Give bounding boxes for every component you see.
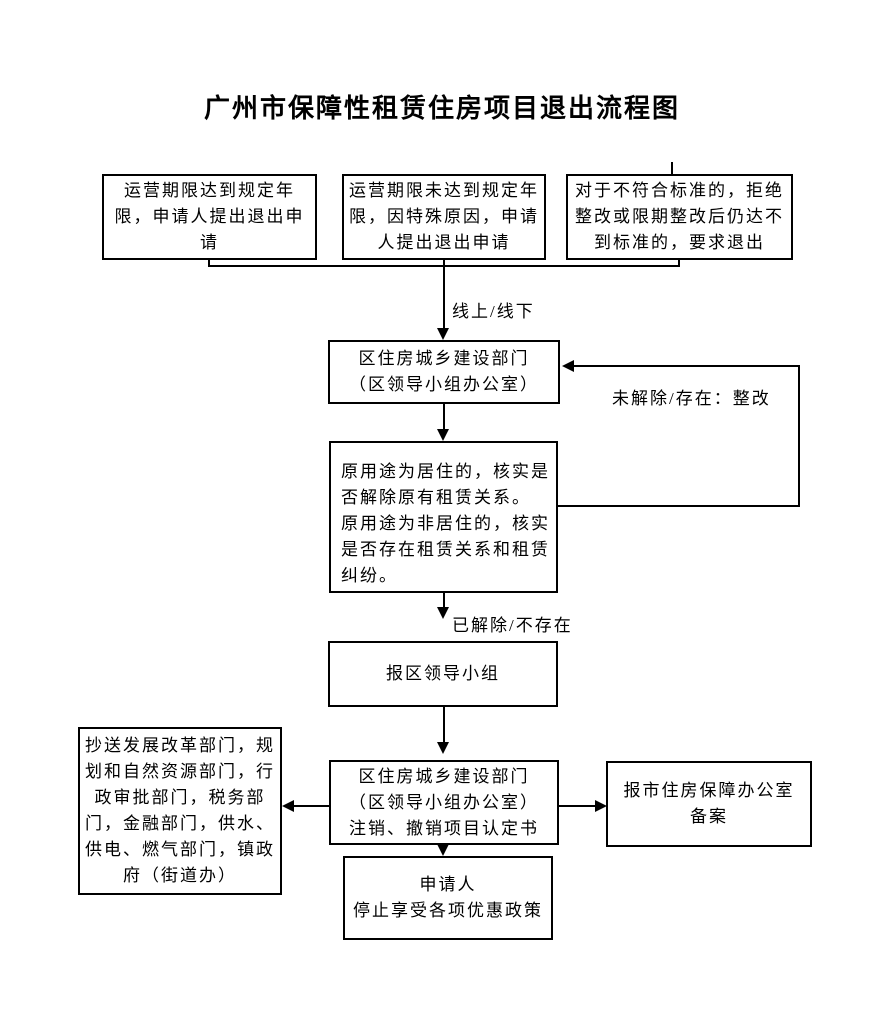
connector-loop-top	[572, 365, 800, 367]
node-verify: 原用途为居住的，核实是否解除原有租赁关系。 原用途为非居住的，核实是否存在租赁关…	[329, 441, 558, 593]
connector-merge-down	[443, 260, 445, 330]
arrowhead-into-revoke	[437, 742, 449, 754]
node-reach-term-text: 运营期限达到规定年限，申请人提出退出申请	[114, 181, 305, 252]
connector-dept-to-verify	[443, 404, 445, 430]
node-district-dept-revoke: 区住房城乡建设部门 （区领导小组办公室） 注销、撤销项目认定书	[329, 760, 559, 845]
arrowhead-into-city-office	[595, 800, 607, 812]
node-copy-departments-text: 抄送发展改革部门，规划和自然资源部门，行政审批部门，税务部门，金融部门，供水、供…	[85, 736, 275, 885]
node-reach-term: 运营期限达到规定年限，申请人提出退出申请	[102, 174, 317, 260]
node-district-dept-line2: （区领导小组办公室）	[349, 375, 539, 394]
node-not-reach-term-text: 运营期限未达到规定年限，因特殊原因，申请人提出退出申请	[349, 181, 539, 252]
connector-verify-down	[443, 593, 445, 608]
arrowhead-loop-into-district-dept	[562, 360, 574, 372]
node-district-dept-revoke-line3: 注销、撤销项目认定书	[349, 818, 539, 838]
node-district-dept-revoke-line2: （区领导小组办公室）	[349, 792, 539, 812]
edge-label-not-released: 未解除/存在：整改	[612, 389, 771, 408]
connector-revoke-left	[292, 805, 329, 807]
arrowhead-into-applicant	[437, 844, 449, 856]
edge-label-channel: 线上/线下	[452, 302, 535, 321]
connector-loop-bottom	[558, 505, 800, 507]
node-district-dept: 区住房城乡建设部门 （区领导小组办公室）	[328, 340, 560, 404]
node-district-dept-line1: 区住房城乡建设部门	[358, 349, 530, 368]
node-report-leader-group: 报区领导小组	[328, 641, 558, 707]
node-report-city-office-line2: 备案	[690, 807, 728, 826]
connector-leader-down	[443, 707, 445, 743]
node-verify-line1: 原用途为居住的，核实是否解除原有租赁关系。	[341, 462, 550, 507]
connector-top-tick	[671, 162, 673, 174]
node-applicant-stop: 申请人 停止享受各项优惠政策	[343, 856, 553, 940]
node-applicant-stop-line2: 停止享受各项优惠政策	[353, 901, 543, 920]
connector-revoke-right	[559, 805, 595, 807]
arrowhead-into-copy	[282, 800, 294, 812]
node-report-city-office: 报市住房保障办公室 备案	[606, 761, 812, 847]
node-applicant-stop-line1: 申请人	[419, 875, 477, 894]
arrowhead-released	[437, 607, 449, 619]
connector-stub-left	[208, 260, 210, 267]
connector-stub-right	[678, 260, 680, 267]
arrowhead-into-verify	[437, 429, 449, 441]
arrowhead-into-district-dept	[437, 328, 449, 340]
node-report-leader-group-text: 报区领导小组	[386, 664, 500, 683]
node-copy-departments: 抄送发展改革部门，规划和自然资源部门，行政审批部门，税务部门，金融部门，供水、供…	[78, 727, 282, 895]
node-not-reach-term: 运营期限未达到规定年限，因特殊原因，申请人提出退出申请	[342, 174, 546, 260]
edge-label-released: 已解除/不存在	[452, 616, 573, 635]
connector-loop-right	[798, 365, 800, 507]
node-district-dept-revoke-line1: 区住房城乡建设部门	[358, 766, 530, 786]
node-nonstandard-text: 对于不符合标准的，拒绝整改或限期整改后仍达不到标准的，要求退出	[575, 181, 784, 252]
node-nonstandard: 对于不符合标准的，拒绝整改或限期整改后仍达不到标准的，要求退出	[566, 174, 793, 260]
page-title: 广州市保障性租赁住房项目退出流程图	[203, 93, 680, 123]
node-report-city-office-line1: 报市住房保障办公室	[623, 781, 795, 800]
node-verify-line2: 原用途为非居住的，核实是否存在租赁关系和租赁纠纷。	[341, 514, 550, 585]
